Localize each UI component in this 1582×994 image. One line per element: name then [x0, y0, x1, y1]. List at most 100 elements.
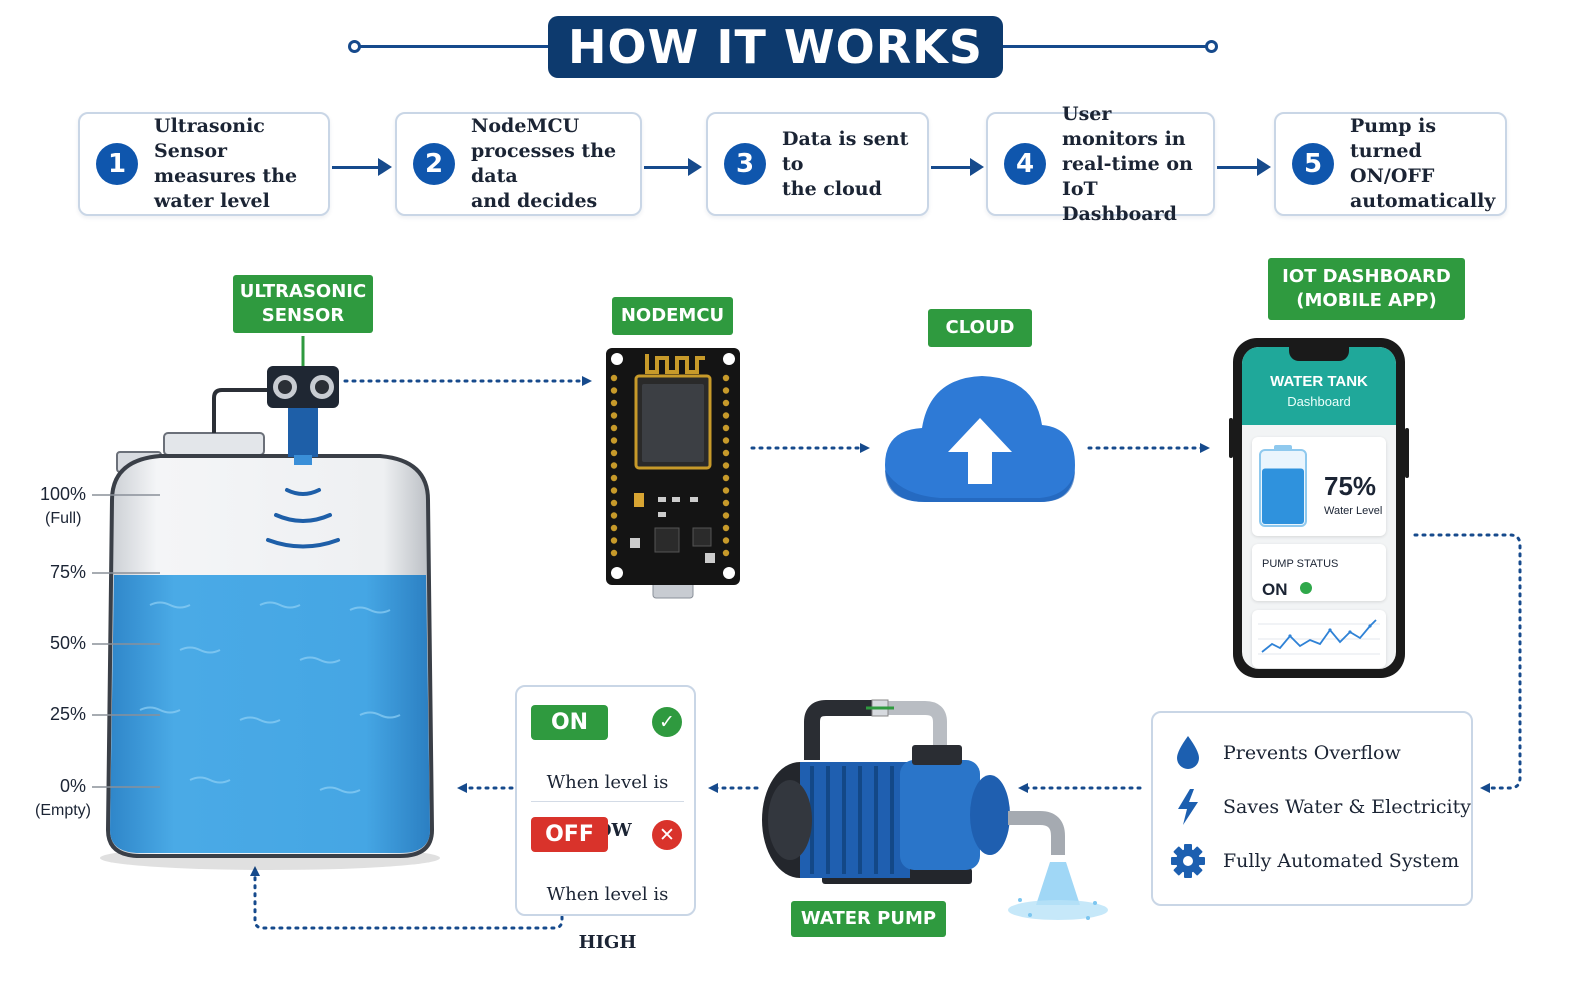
header-pin [722, 399, 730, 407]
header-pin [722, 499, 730, 507]
title-right-line [1002, 45, 1210, 48]
label-ultrasonic-sensor: ULTRASONIC SENSOR [233, 275, 373, 333]
water-level-label: Water Level [1324, 505, 1383, 517]
step-text: Ultrasonic Sensor measures the water lev… [154, 115, 298, 212]
step-card-5: 5 Pump is turned ON/OFF automatically [1274, 112, 1507, 216]
label-cloud: CLOUD [928, 309, 1032, 347]
benefit-text: Fully Automated System [1223, 850, 1460, 872]
pump-status-value: ON [1262, 580, 1288, 599]
scale-label-50: 50% [49, 633, 86, 653]
arrow-dashboard-to-benefits [1413, 533, 1522, 793]
header-pin [610, 387, 618, 394]
header-pin [722, 449, 730, 457]
header-pin [722, 549, 730, 557]
header-pin [610, 537, 618, 544]
label-water-pump: WATER PUMP [791, 901, 946, 937]
label-nodemcu: NODEMCU [612, 297, 733, 335]
step-number: 5 [1292, 143, 1334, 185]
pump-status-title: PUMP STATUS [1262, 558, 1339, 570]
header-pin [722, 437, 730, 444]
title-right-dot [1205, 40, 1218, 53]
off-condition-level: HIGH [578, 932, 637, 953]
header-pin [722, 387, 730, 394]
step-card-1: 1 Ultrasonic Sensor measures the water l… [78, 112, 330, 216]
phone-mockup: WATER TANK Dashboard 75% Water Level PUM… [1229, 338, 1409, 678]
header-pin [610, 462, 618, 469]
header-pin [722, 374, 730, 382]
header-pin [610, 437, 618, 444]
step-card-4: 4 User monitors in real-time on IoT Dash… [986, 103, 1215, 225]
header-pin [610, 512, 618, 519]
step-number: 1 [96, 143, 138, 185]
phone-screen: WATER TANK Dashboard 75% Water Level PUM… [1242, 347, 1396, 669]
pump-control-rules: ON ✓ When level is LOW OFF ✕ When level … [515, 685, 696, 953]
on-condition-prefix: When level is [546, 772, 669, 793]
header-pin [722, 412, 730, 419]
gear-icon [1171, 844, 1205, 878]
step-number: 3 [724, 143, 766, 185]
water-level-card[interactable]: 75% Water Level [1252, 437, 1386, 536]
phone-app-title: WATER TANK [1270, 373, 1368, 390]
header-pin [610, 487, 618, 494]
header-pin [610, 399, 618, 407]
step-text: NodeMCU processes the data and decides [471, 115, 617, 212]
scale-sub-full: (Full) [45, 510, 82, 527]
trend-chart-card[interactable] [1252, 610, 1386, 668]
header-pin [722, 462, 730, 469]
water-level-value: 75% [1324, 471, 1377, 501]
phone-app-subtitle: Dashboard [1287, 394, 1351, 409]
header-pin [610, 499, 618, 507]
header-pin [610, 524, 618, 532]
step-card-3: 3 Data is sent to the cloud [706, 112, 929, 216]
step-arrow-icon [931, 158, 984, 176]
header-pin [722, 424, 730, 432]
label-iot-dashboard: IOT DASHBOARD (MOBILE APP) [1268, 258, 1465, 320]
pump-status-card[interactable]: PUMP STATUS ON [1252, 544, 1386, 601]
benefit-prevents-overflow: Prevents Overflow [1153, 733, 1471, 773]
step-card-2: 2 NodeMCU processes the data and decides [395, 112, 642, 216]
header-pin [722, 524, 730, 532]
benefit-text: Prevents Overflow [1223, 742, 1401, 764]
scale-label-0: 0% [59, 776, 86, 796]
header-pin [610, 474, 618, 482]
header-pin [610, 549, 618, 557]
divider [531, 801, 684, 802]
header-pin [610, 424, 618, 432]
off-badge: OFF [531, 817, 608, 852]
trend-line-chart [1258, 619, 1380, 655]
scale-sub-empty: (Empty) [35, 802, 91, 819]
step-text: Data is sent to the cloud [782, 127, 909, 200]
battery-level-icon [1259, 445, 1307, 527]
step-number: 2 [413, 143, 455, 185]
check-icon: ✓ [652, 707, 682, 737]
lightning-icon [1178, 789, 1198, 825]
off-condition: When level is HIGH [517, 859, 698, 955]
header-pin [722, 512, 730, 519]
benefit-fully-automated: Fully Automated System [1153, 841, 1471, 881]
header-pin [722, 474, 730, 482]
step-arrow-icon [644, 158, 702, 176]
step-arrow-icon [1217, 158, 1271, 176]
off-condition-prefix: When level is [546, 884, 669, 905]
benefit-text: Saves Water & Electricity [1223, 796, 1471, 818]
phone-notch [1289, 347, 1349, 361]
header-pin [610, 412, 618, 419]
step-text: Pump is turned ON/OFF automatically [1350, 115, 1496, 212]
benefit-saves-water: Saves Water & Electricity [1153, 787, 1471, 827]
scale-label-75: 75% [49, 562, 86, 582]
step-arrow-icon [332, 158, 392, 176]
title-left-line [354, 45, 550, 48]
header-pin [722, 537, 730, 544]
page-title: HOW IT WORKS [548, 16, 1003, 78]
arrow-control-to-tank-bottom [250, 866, 564, 930]
water-drop-icon [1177, 736, 1199, 769]
benefits-panel: Prevents Overflow Saves Water & Electric… [1151, 711, 1473, 906]
step-text: User monitors in real-time on IoT Dashbo… [1062, 102, 1193, 225]
scale-label-100: 100% [39, 484, 86, 504]
header-pin [610, 449, 618, 457]
step-number: 4 [1004, 143, 1046, 185]
